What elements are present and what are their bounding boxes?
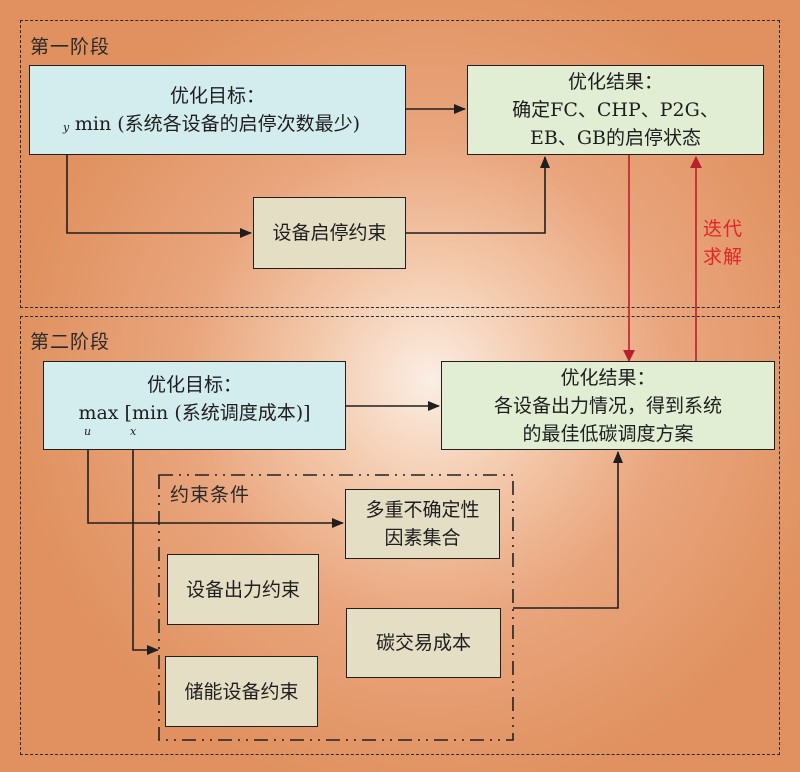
storage-constraint-box[interactable]: 储能设备约束 bbox=[165, 656, 318, 727]
arrow-u-to-uncertainty-set bbox=[87, 444, 344, 528]
arrow-y-to-startstop-constraint bbox=[66, 137, 252, 238]
uncertainty-set-box[interactable]: 多重不确定性 因素集合 bbox=[345, 489, 500, 559]
stage1-var-y: y bbox=[63, 121, 70, 134]
stage1-result-box[interactable]: 优化结果： 确定FC、CHP、P2G、 EB、GB的启停状态 bbox=[467, 65, 764, 155]
startstop-constraint-label: 设备启停约束 bbox=[272, 222, 387, 244]
iteration-label-line2: 求解 bbox=[703, 246, 744, 268]
stage2-var-u: u bbox=[84, 425, 92, 438]
stage2-objective-box[interactable]: 优化目标： max [min (系统调度成本)] bbox=[43, 361, 346, 450]
constraints-group-frame bbox=[158, 474, 514, 741]
iteration-label-line1: 迭代 bbox=[703, 218, 744, 240]
startstop-constraint-box[interactable]: 设备启停约束 bbox=[253, 197, 406, 269]
arrow-x-to-storage-constraint bbox=[132, 444, 159, 655]
stage1-result-line2: EB、GB的启停状态 bbox=[530, 127, 701, 149]
stage2-result-box[interactable]: 优化结果： 各设备出力情况，得到系统 的最佳低碳调度方案 bbox=[441, 361, 775, 450]
storage-constraint-label: 储能设备约束 bbox=[184, 680, 299, 703]
stage1-objective-box[interactable]: 优化目标： min (系统各设备的启停次数最少) bbox=[29, 65, 406, 155]
stage2-result-line1: 各设备出力情况，得到系统 bbox=[493, 394, 722, 417]
iteration-label: 迭代 求解 bbox=[703, 215, 743, 271]
output-constraint-label: 设备出力约束 bbox=[185, 578, 300, 601]
uncertainty-set-line2: 因素集合 bbox=[384, 527, 461, 549]
stage1-objective-text: min (系统各设备的启停次数最少) bbox=[74, 113, 361, 135]
stage2-objective-title: 优化目标： bbox=[146, 373, 242, 396]
stage2-var-x: x bbox=[130, 425, 137, 438]
stage2-label: 第二阶段 bbox=[30, 331, 111, 353]
stage2-objective-text: max [min (系统调度成本)] bbox=[78, 401, 311, 424]
uncertainty-set-line1: 多重不确定性 bbox=[365, 499, 480, 521]
stage1-result-title: 优化结果： bbox=[567, 71, 663, 93]
arrow-startstop-constraint-to-result bbox=[406, 156, 550, 234]
stage2-frame bbox=[20, 316, 780, 755]
stage1-label: 第一阶段 bbox=[30, 36, 111, 58]
stage1-frame bbox=[20, 20, 780, 308]
carbon-trading-cost-box[interactable]: 碳交易成本 bbox=[346, 608, 501, 678]
arrow-carbon-cost-to-result bbox=[513, 451, 623, 609]
stage1-objective-title: 优化目标： bbox=[169, 85, 265, 107]
carbon-trading-cost-label: 碳交易成本 bbox=[375, 632, 471, 654]
stage2-result-line2: 的最佳低碳调度方案 bbox=[522, 422, 694, 445]
constraints-group-label: 约束条件 bbox=[170, 484, 251, 506]
output-constraint-box[interactable]: 设备出力约束 bbox=[167, 554, 319, 625]
stage1-result-line1: 确定FC、CHP、P2G、 bbox=[512, 99, 719, 121]
stage2-result-title: 优化结果： bbox=[560, 366, 656, 389]
